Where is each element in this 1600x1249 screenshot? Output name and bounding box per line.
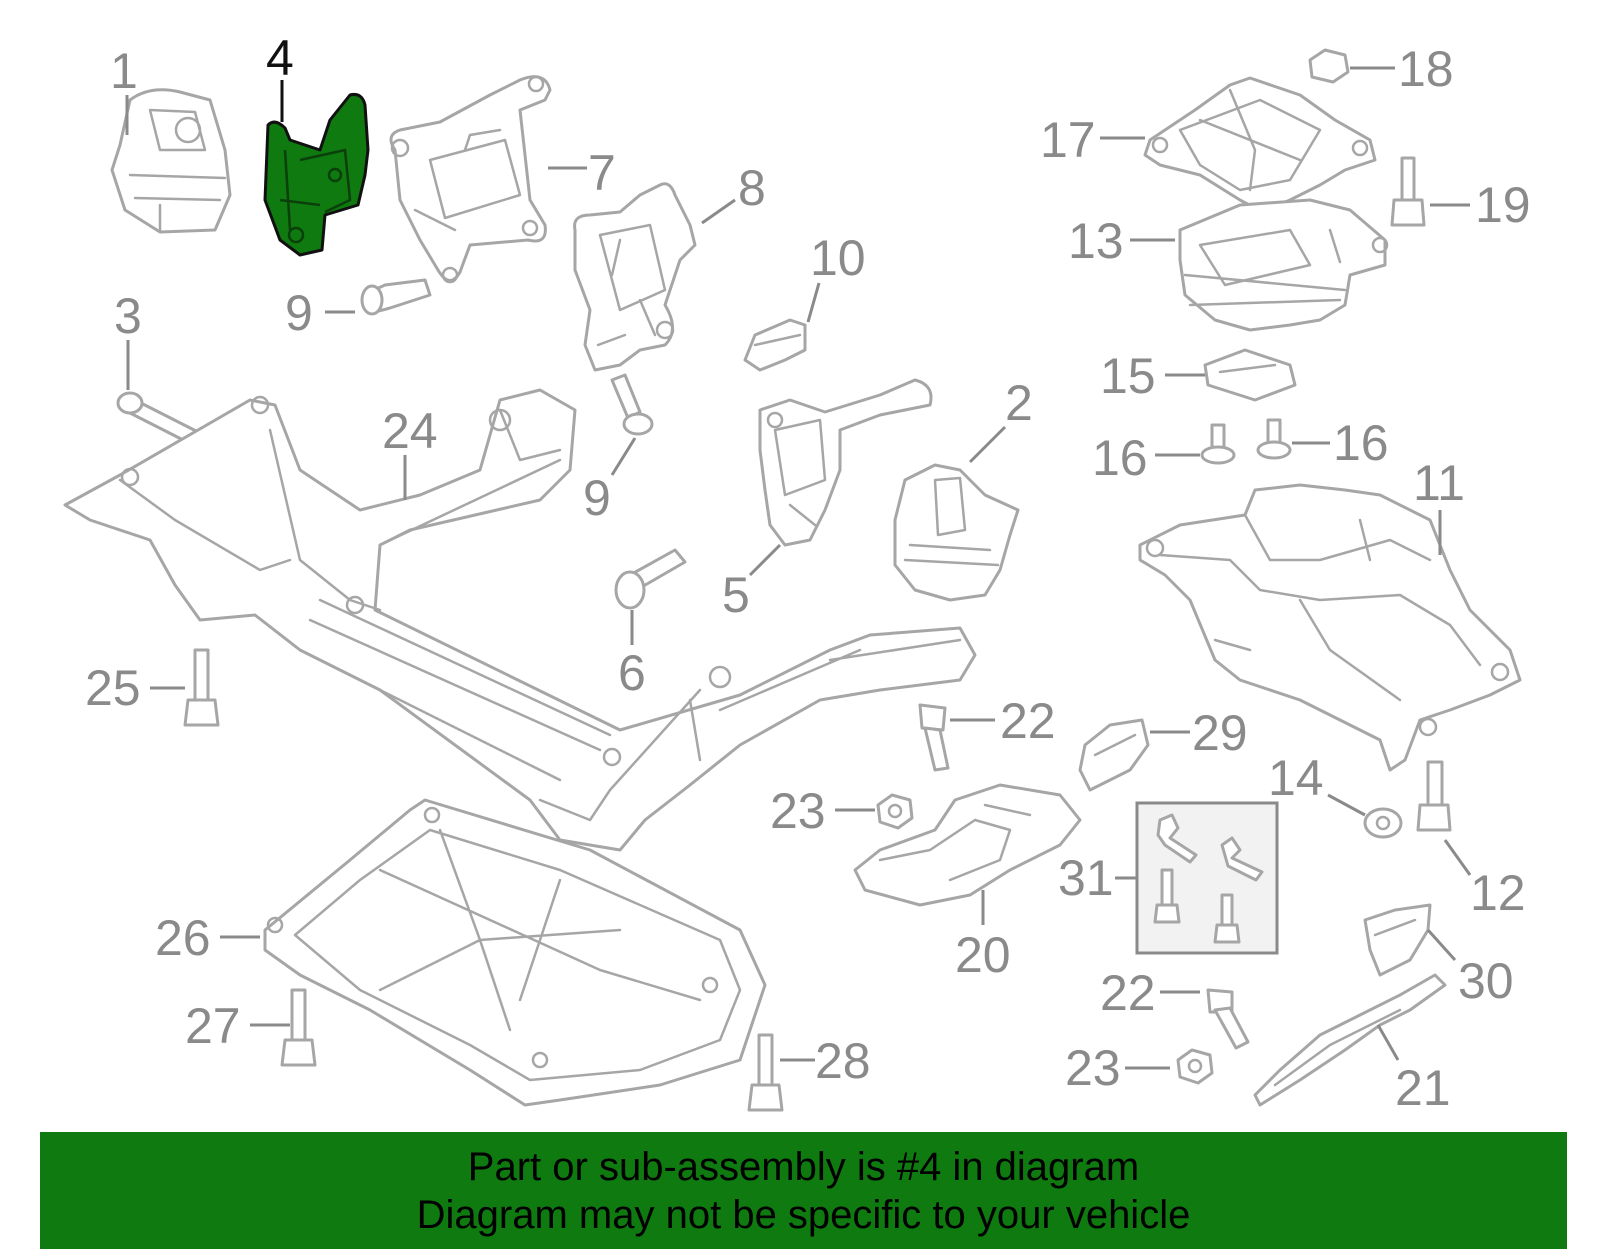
callout-23-lower: 23	[1065, 1040, 1121, 1096]
callout-15: 15	[1100, 348, 1156, 404]
callout-12: 12	[1470, 865, 1526, 921]
callout-22-lower: 22	[1100, 965, 1156, 1021]
callout-27: 27	[185, 998, 241, 1054]
leader-30	[1426, 928, 1457, 962]
callout-8: 8	[738, 160, 766, 216]
part-1-engine-mount[interactable]	[110, 88, 232, 234]
part-18-nut[interactable]	[1308, 48, 1350, 84]
banner-line-part: Part or sub-assembly is #4 in diagram	[467, 1144, 1140, 1189]
callout-6: 6	[618, 645, 646, 701]
callout-28: 28	[815, 1033, 871, 1089]
part-20-heat-shield[interactable]	[853, 783, 1082, 907]
leader-21	[1376, 1024, 1400, 1061]
callout-25: 25	[85, 660, 141, 716]
part-16-bolt-left[interactable]	[1200, 423, 1236, 465]
part-22-bolt-upper[interactable]	[918, 703, 950, 772]
callout-5: 5	[722, 567, 750, 623]
callout-13: 13	[1068, 213, 1124, 269]
leader-8	[701, 198, 736, 225]
part-14-nut[interactable]	[1363, 807, 1403, 839]
callout-21: 21	[1395, 1060, 1451, 1116]
callout-17: 17	[1040, 112, 1096, 168]
banner-line-disclaimer: Diagram may not be specific to your vehi…	[416, 1192, 1191, 1237]
leader-14	[1327, 793, 1366, 817]
callout-19: 19	[1475, 177, 1531, 233]
callout-29: 29	[1192, 705, 1248, 761]
callout-16-left: 16	[1092, 430, 1148, 486]
part-3-bolt[interactable]	[116, 391, 200, 447]
part-27-bolt[interactable]	[280, 988, 317, 1067]
callout-2: 2	[1005, 375, 1033, 431]
callout-1: 1	[110, 43, 138, 99]
leader-5	[748, 543, 782, 577]
part-8-bracket[interactable]	[573, 182, 697, 372]
part-6-bolt[interactable]	[614, 548, 687, 610]
callout-4: 4	[266, 30, 294, 86]
part-9-bolt-upper[interactable]	[360, 278, 432, 316]
part-25-bolt[interactable]	[183, 648, 220, 727]
callout-30: 30	[1458, 953, 1514, 1009]
part-28-bolt[interactable]	[747, 1033, 784, 1112]
callout-16-right: 16	[1333, 415, 1389, 471]
part-13-transmission-mount[interactable]	[1178, 198, 1389, 332]
part-12-bolt[interactable]	[1416, 760, 1452, 832]
part-15-pad[interactable]	[1203, 348, 1297, 402]
part-19-bolt[interactable]	[1390, 156, 1426, 227]
part-21-trim-strip[interactable]	[1253, 973, 1447, 1107]
part-17-mount-bracket[interactable]	[1143, 76, 1377, 214]
callout-9-upper: 9	[285, 285, 313, 341]
callout-7: 7	[588, 145, 616, 201]
callout-3: 3	[114, 288, 142, 344]
part-16-bolt-right[interactable]	[1256, 418, 1292, 460]
callout-18: 18	[1398, 41, 1454, 97]
callout-20: 20	[955, 927, 1011, 983]
callout-9-lower: 9	[583, 470, 611, 526]
callout-14: 14	[1268, 750, 1324, 806]
part-9-bolt-lower[interactable]	[610, 373, 654, 436]
callout-31: 31	[1058, 850, 1114, 906]
callout-24: 24	[382, 403, 438, 459]
info-banner: Part or sub-assembly is #4 in diagram Di…	[40, 1132, 1567, 1249]
callout-11: 11	[1413, 455, 1465, 511]
callout-10: 10	[810, 230, 866, 286]
callout-23-upper: 23	[770, 783, 826, 839]
leader-10	[806, 282, 821, 323]
part-4-bracket[interactable]	[263, 93, 370, 257]
part-2-engine-mount[interactable]	[893, 463, 1020, 602]
part-26-skid-plate[interactable]	[263, 798, 767, 1107]
part-10-pad[interactable]	[743, 318, 807, 372]
part-23-nut-lower[interactable]	[1176, 1048, 1214, 1085]
part-23-nut-upper[interactable]	[876, 793, 914, 830]
callout-26: 26	[155, 910, 211, 966]
part-31-bolt-kit[interactable]	[1135, 801, 1279, 955]
part-5-bracket[interactable]	[758, 378, 933, 547]
part-11-crossmember[interactable]	[1138, 483, 1522, 772]
leader-9b	[610, 437, 637, 476]
leader-2	[968, 425, 1007, 464]
part-22-bolt-lower[interactable]	[1206, 988, 1250, 1050]
part-7-mount-bracket[interactable]	[389, 75, 552, 284]
part-29-heat-shield[interactable]	[1078, 718, 1150, 792]
part-30-cover[interactable]	[1363, 903, 1432, 977]
leader-12	[1443, 839, 1472, 876]
part-24-subframe[interactable]	[63, 388, 977, 852]
callout-22-upper: 22	[1000, 693, 1056, 749]
